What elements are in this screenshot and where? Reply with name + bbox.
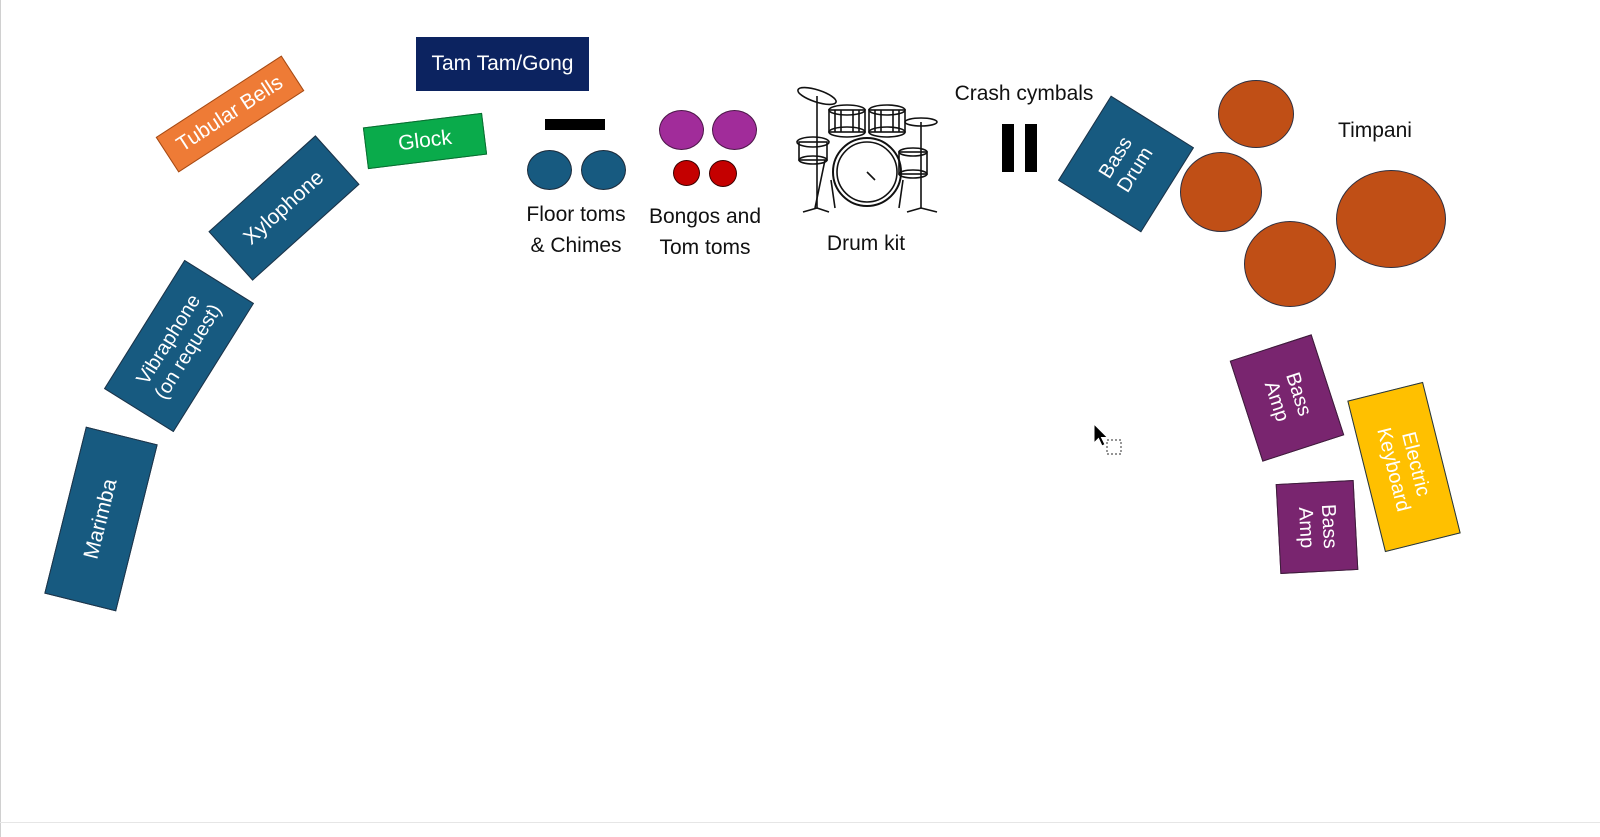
floor-toms-label: Floor toms & Chimes [516, 199, 636, 261]
bass-amp-2-text: Bass Amp [1293, 504, 1341, 551]
vibraphone-text: Vibraphone (on request) [131, 288, 227, 404]
timpani-drum-4[interactable] [1336, 170, 1446, 268]
electric-keyboard-text: Electric Keyboard [1371, 420, 1436, 514]
tubular-bells-label: Tubular Bells [172, 70, 288, 157]
floor-tom-right[interactable] [581, 150, 626, 190]
crash-cymbals-label: Crash cymbals [954, 82, 1094, 105]
bass-amp-1-text: Bass Amp [1258, 370, 1316, 427]
glock-shape[interactable]: Glock [362, 112, 488, 170]
bongos-label: Bongos and Tom toms [640, 201, 770, 263]
floor-tom-left[interactable] [527, 150, 572, 190]
page-bottom-edge [0, 822, 1600, 823]
mouse-cursor-icon [1093, 423, 1122, 455]
tom-tom-left[interactable] [673, 160, 700, 186]
marimba-shape[interactable]: Marimba [44, 426, 158, 612]
glock-label: Glock [396, 125, 453, 156]
bass-amp-2-line2: Amp [1293, 506, 1319, 549]
tom-tom-right[interactable] [709, 160, 737, 187]
chimes-bar [545, 119, 605, 130]
bongo-left[interactable] [659, 110, 704, 150]
timpani-drum-1[interactable] [1218, 80, 1294, 148]
bass-drum-text: Bass Drum [1094, 131, 1159, 197]
drum-kit-label: Drum kit [826, 232, 906, 255]
timpani-drum-3[interactable] [1244, 221, 1336, 307]
bongos-line1: Bongos and [648, 205, 762, 228]
bongos-line2: Tom toms [659, 236, 751, 259]
bongo-right[interactable] [712, 110, 757, 150]
floor-toms-line2: & Chimes [530, 234, 622, 257]
floor-toms-line1: Floor toms [526, 203, 626, 226]
timpani-label: Timpani [1338, 119, 1412, 142]
tam-tam-gong-label: Tam Tam/Gong [431, 51, 574, 75]
tubular-bells-shape[interactable]: Tubular Bells [155, 55, 305, 173]
tam-tam-gong-shape[interactable]: Tam Tam/Gong [416, 37, 589, 91]
vibraphone-shape[interactable]: Vibraphone (on request) [103, 259, 255, 433]
drum-kit-icon[interactable] [795, 80, 945, 215]
electric-keyboard-shape[interactable]: Electric Keyboard [1347, 381, 1461, 553]
bass-amp-1-shape[interactable]: Bass Amp [1229, 334, 1345, 462]
bass-amp-2-line1: Bass [1316, 503, 1342, 550]
marimba-label: Marimba [79, 476, 122, 562]
xylophone-label: Xylophone [239, 165, 329, 250]
page-edge [0, 0, 1, 837]
crash-cymbal-left[interactable] [1002, 124, 1014, 172]
crash-cymbal-right[interactable] [1025, 124, 1037, 172]
timpani-drum-2[interactable] [1180, 152, 1262, 232]
bass-amp-2-shape[interactable]: Bass Amp [1275, 480, 1359, 574]
xylophone-shape[interactable]: Xylophone [208, 135, 360, 281]
bass-drum-shape[interactable]: Bass Drum [1057, 95, 1195, 233]
